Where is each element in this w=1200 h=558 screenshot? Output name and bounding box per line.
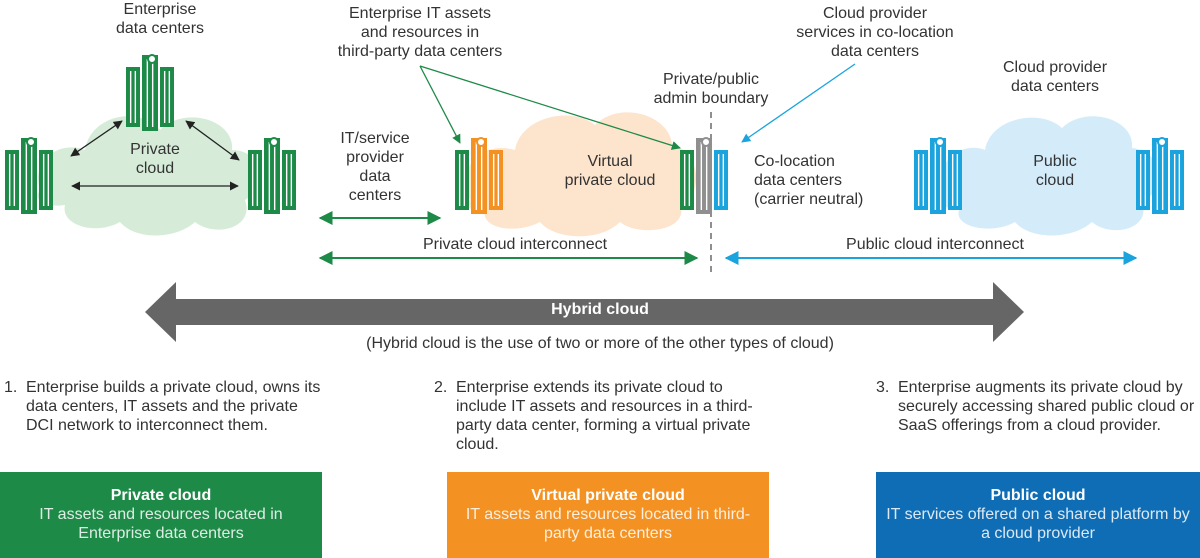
rack-ring <box>701 137 711 147</box>
rack-tower <box>680 150 694 210</box>
private-link-top-right <box>185 120 240 161</box>
enterprise-dc-label: Enterprise data centers <box>115 1 205 37</box>
it-service-provider-label: IT/service provider data centers <box>340 130 410 204</box>
rack-tower <box>948 150 962 210</box>
rack-tower <box>714 150 728 210</box>
rack-tower <box>1152 138 1168 214</box>
rack-tower <box>39 150 53 210</box>
cloud-provider-services-label: Cloud provider services in co-location d… <box>796 5 954 60</box>
colocation-dc-icon <box>680 137 728 214</box>
cloud-provider-dc-right-icon <box>1136 137 1184 214</box>
rack-tower <box>142 55 158 131</box>
enterprise-dc-top-icon <box>126 54 174 131</box>
public-cloud-box-desc: IT services offered on a shared platform… <box>886 506 1190 542</box>
rack-tower <box>930 138 946 214</box>
rack-ring <box>1157 137 1167 147</box>
rack-ring <box>935 137 945 147</box>
rack-tower <box>914 150 928 210</box>
hybrid-cloud-note: (Hybrid cloud is the use of two or more … <box>366 335 834 352</box>
hybrid-cloud-arrow <box>145 282 1024 342</box>
rack-tower <box>160 67 174 127</box>
rack-tower <box>21 138 37 214</box>
private-link-top-left <box>70 120 123 157</box>
enterprise-dc-left-icon <box>5 137 53 214</box>
public-cloud-box-title: Public cloud <box>990 487 1086 504</box>
rack-tower <box>455 150 469 210</box>
rack-tower <box>5 150 19 210</box>
step-3-text: Enterprise augments its private cloud by… <box>898 379 1195 434</box>
colocation-label: Co-location data centers (carrier neutra… <box>754 153 864 208</box>
rack-tower <box>1136 150 1150 210</box>
rack-tower <box>248 150 262 210</box>
callout-it-assets-left <box>419 65 461 144</box>
step-1-text: Enterprise builds a private cloud, owns … <box>26 379 321 434</box>
public-cloud-box: Public cloud IT services offered on a sh… <box>876 472 1200 558</box>
enterprise-dc-right-icon <box>248 137 296 214</box>
cloud-provider-dc-left-icon <box>914 137 962 214</box>
private-cloud-box-title: Private cloud <box>110 487 212 504</box>
virtual-private-cloud-box-title: Virtual private cloud <box>531 487 685 504</box>
rack-tower <box>1170 150 1184 210</box>
step-2-text: Enterprise extends its private cloud to … <box>456 379 753 453</box>
private-cloud-box: Private cloud IT assets and resources lo… <box>0 472 322 558</box>
hybrid-cloud-label: Hybrid cloud <box>551 301 649 318</box>
rack-tower <box>489 150 503 210</box>
step-1-number: 1. <box>4 379 18 396</box>
public-interconnect-label: Public cloud interconnect <box>846 236 1024 253</box>
callout-cloud-provider <box>741 63 856 143</box>
rack-ring <box>269 137 279 147</box>
public-cloud-shape <box>940 116 1159 236</box>
virtual-private-cloud-box-desc: IT assets and resources located in third… <box>465 506 751 542</box>
cloud-provider-dc-label: Cloud provider data centers <box>1002 59 1108 95</box>
virtual-private-cloud-shape <box>465 112 697 237</box>
rack-tower <box>264 138 280 214</box>
rack-tower <box>471 138 487 214</box>
virtual-private-cloud-label: Virtual private cloud <box>564 153 656 189</box>
callout-it-assets-right <box>419 65 681 150</box>
rack-tower <box>126 67 140 127</box>
rack-tower <box>282 150 296 210</box>
step-2-number: 2. <box>434 379 448 396</box>
virtual-private-cloud-box: Virtual private cloud IT assets and reso… <box>447 472 769 558</box>
private-cloud-label: Private cloud <box>130 141 180 177</box>
rack-tower <box>696 138 712 214</box>
admin-boundary-label: Private/public admin boundary <box>653 71 769 107</box>
public-cloud-label: Public cloud <box>1033 153 1077 189</box>
enterprise-it-assets-label: Enterprise IT assets and resources in th… <box>337 5 503 60</box>
rack-ring <box>476 137 486 147</box>
private-cloud-box-desc: IT assets and resources located in Enter… <box>39 506 283 542</box>
rack-ring <box>26 137 36 147</box>
step-3-number: 3. <box>876 379 890 396</box>
rack-ring <box>147 54 157 64</box>
third-party-dc-icon <box>455 137 503 214</box>
private-interconnect-label: Private cloud interconnect <box>422 236 608 253</box>
